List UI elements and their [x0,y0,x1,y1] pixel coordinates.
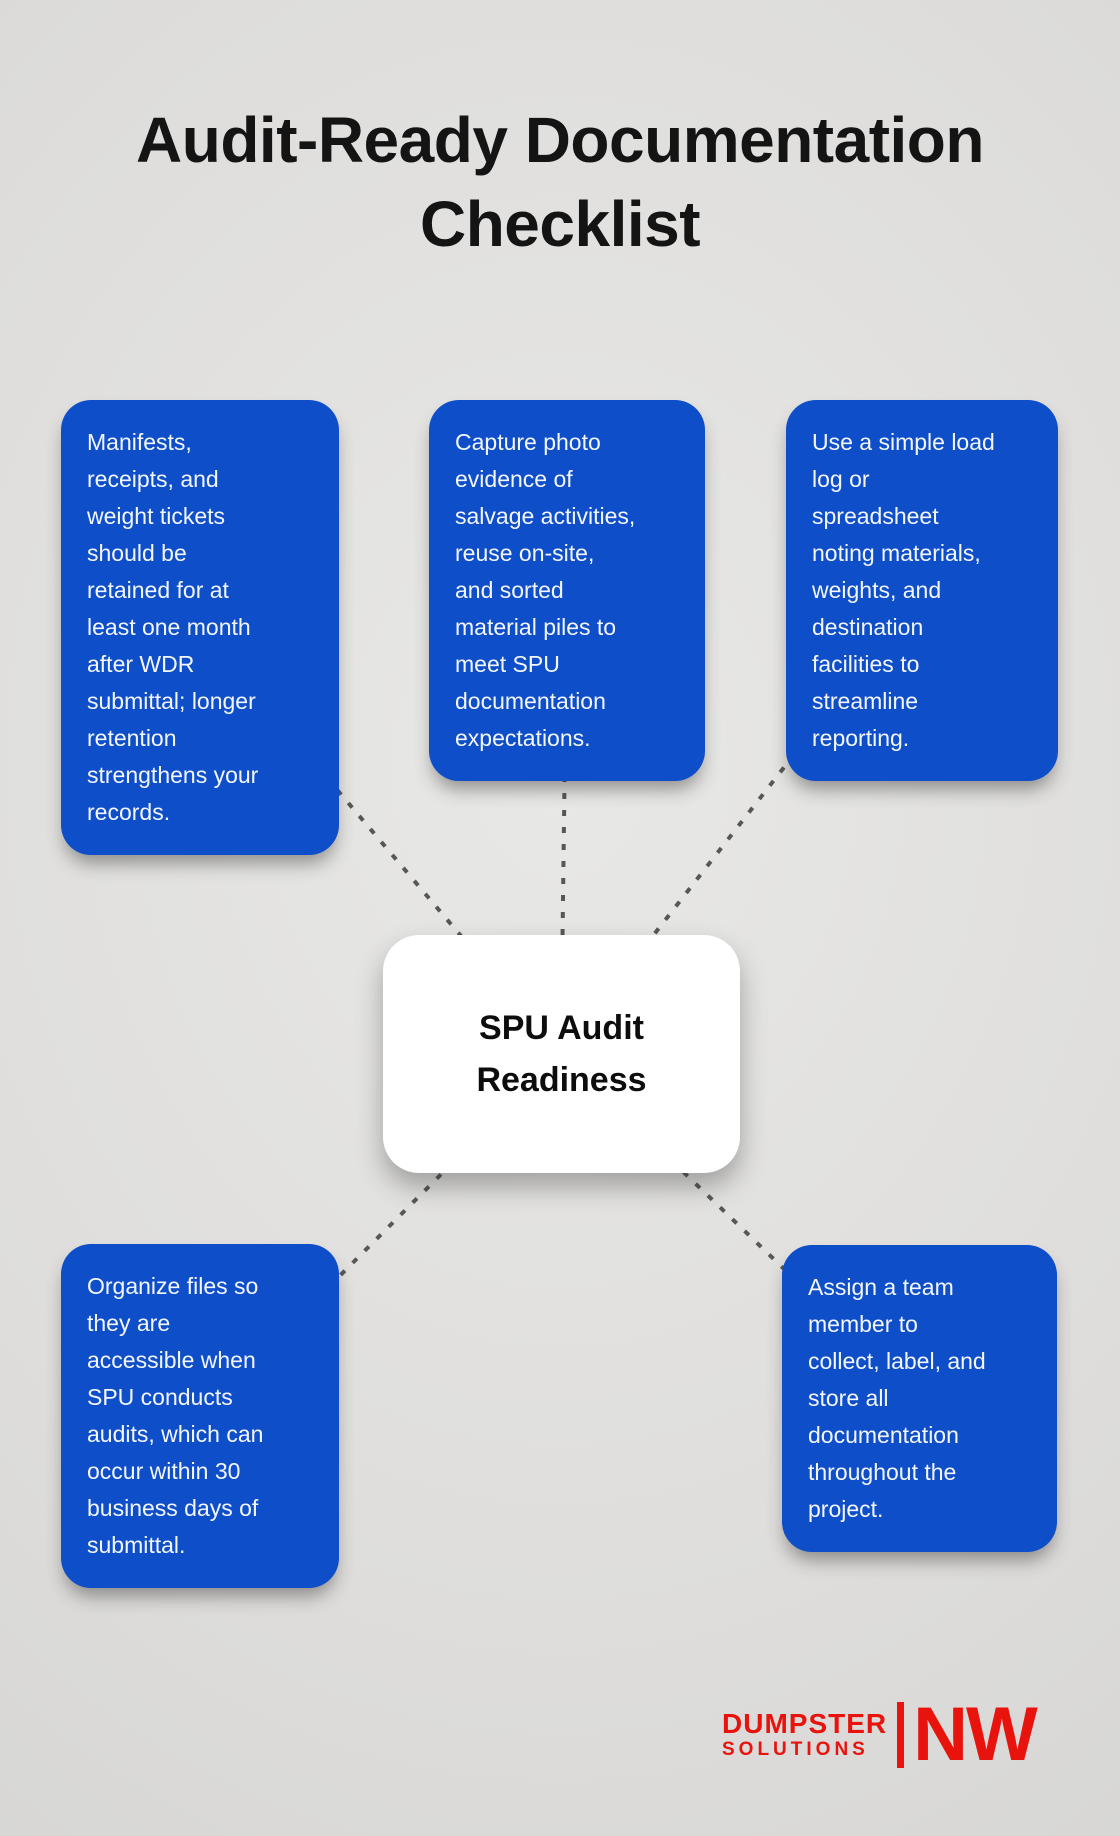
page-title: Audit-Ready Documentation Checklist [136,104,984,260]
logo-wordmark-line2: SOLUTIONS [722,1739,869,1760]
logo-mark-nw: NW [913,1692,1038,1777]
connector-line-top-right [559,588,924,1056]
node-card-top-middle: Capture photo evidence of salvage activi… [429,400,705,781]
logo-divider-bar [897,1702,905,1768]
node-card-top-left: Manifests, receipts, and weight tickets … [61,400,339,855]
logo-wordmark: DUMPSTER SOLUTIONS [722,1709,887,1761]
company-logo: DUMPSTER SOLUTIONS NW [722,1692,1038,1777]
center-node: SPU Audit Readiness [383,935,740,1173]
node-card-top-right: Use a simple load log or spreadsheet not… [786,400,1058,781]
node-card-bottom-left: Organize files so they are accessible wh… [61,1244,339,1588]
logo-wordmark-line1: DUMPSTER [722,1708,888,1739]
node-card-bottom-right: Assign a team member to collect, label, … [782,1245,1057,1552]
